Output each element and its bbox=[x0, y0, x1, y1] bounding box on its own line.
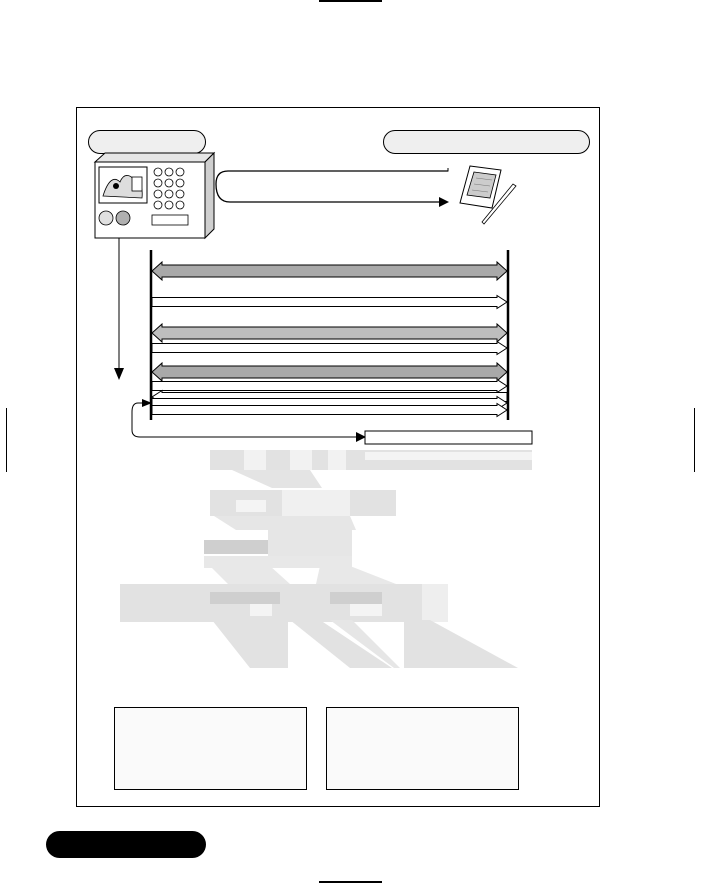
message-arrow-1 bbox=[151, 260, 508, 282]
loop-arrowhead bbox=[142, 399, 152, 407]
message-arrow-2 bbox=[151, 294, 508, 310]
result-connector bbox=[131, 402, 358, 438]
left-crop-mark bbox=[6, 408, 7, 472]
note-box-left bbox=[114, 707, 307, 790]
server-icon bbox=[93, 151, 216, 240]
message-arrows bbox=[151, 260, 508, 418]
message-arrow-9 bbox=[151, 402, 508, 418]
note-box-right bbox=[326, 707, 519, 790]
message-arrow-3 bbox=[151, 322, 508, 344]
top-rule bbox=[319, 0, 382, 2]
section-tab-label bbox=[46, 831, 206, 858]
sync-connector bbox=[215, 168, 449, 207]
message-arrow-5 bbox=[151, 361, 508, 383]
right-crop-mark bbox=[694, 408, 695, 472]
result-connector-arrowhead bbox=[356, 432, 366, 442]
server-down-arrowhead bbox=[114, 368, 124, 380]
handheld-device-icon bbox=[459, 165, 517, 225]
bottom-rule bbox=[319, 881, 382, 883]
right-party-label bbox=[383, 130, 590, 154]
faded-table-region bbox=[120, 450, 532, 668]
section-tab bbox=[46, 831, 206, 858]
message-arrow-4 bbox=[151, 340, 508, 356]
message-arrow-6 bbox=[151, 378, 508, 394]
figure-frame bbox=[76, 107, 600, 807]
result-box bbox=[364, 430, 533, 445]
